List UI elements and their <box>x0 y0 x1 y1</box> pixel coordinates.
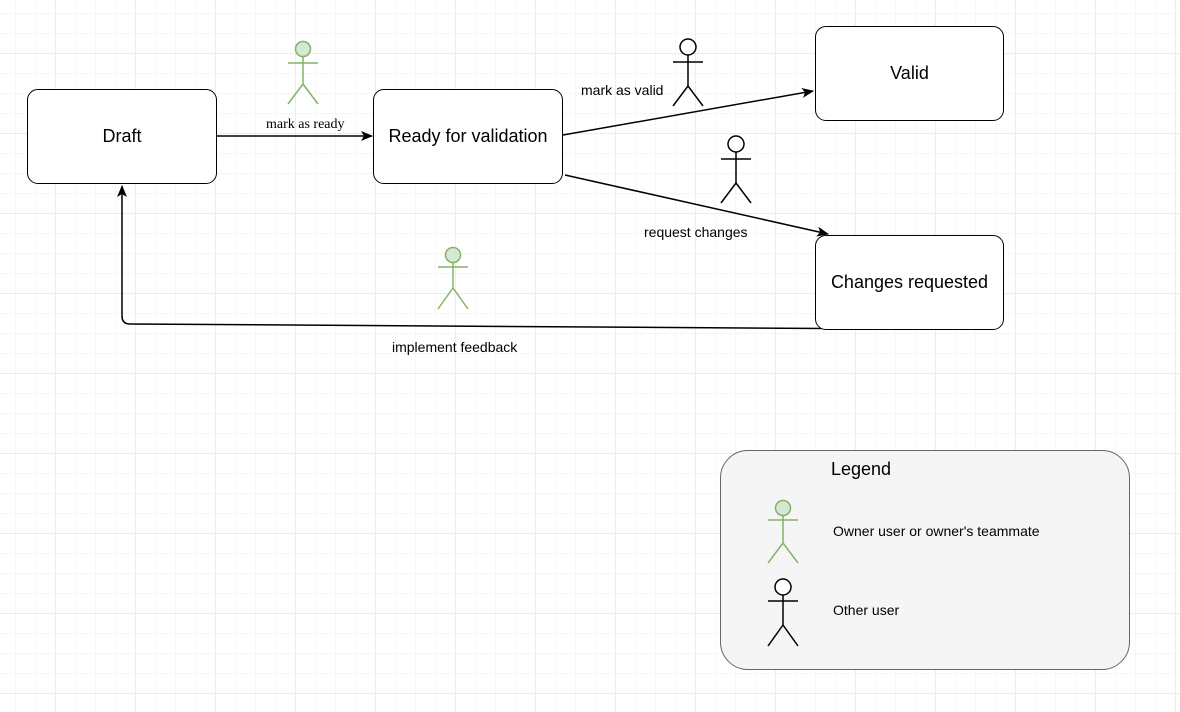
state-valid[interactable]: Valid <box>815 26 1004 121</box>
owner-actor-icon <box>287 40 319 105</box>
edge-request-changes[interactable] <box>564 174 829 237</box>
other-user-actor-icon <box>767 578 799 647</box>
other-user-actor-icon <box>720 135 752 204</box>
label-implement-feedback: implement feedback <box>392 339 518 355</box>
owner-actor-icon <box>437 246 469 310</box>
label-mark-as-valid: mark as valid <box>581 82 664 98</box>
state-ready-for-validation[interactable]: Ready for validation <box>373 89 563 184</box>
owner-actor-icon <box>767 499 799 564</box>
other-user-actor-icon <box>672 38 704 107</box>
state-ready-label: Ready for validation <box>388 126 548 146</box>
legend-owner-label: Owner user or owner's teammate <box>833 523 1040 539</box>
legend-title: Legend <box>831 459 892 479</box>
state-draft-label: Draft <box>102 126 142 146</box>
edge-implement-feedback[interactable] <box>117 185 901 330</box>
state-draft[interactable]: Draft <box>27 89 217 184</box>
label-request-changes: request changes <box>644 224 748 240</box>
state-changes-requested[interactable]: Changes requested <box>815 235 1004 330</box>
state-changes-label: Changes requested <box>830 272 989 292</box>
state-valid-label: Valid <box>890 63 929 83</box>
label-mark-as-ready: mark as ready <box>266 117 345 132</box>
edge-mark-as-valid[interactable] <box>562 87 814 136</box>
legend-other-label: Other user <box>833 602 900 618</box>
